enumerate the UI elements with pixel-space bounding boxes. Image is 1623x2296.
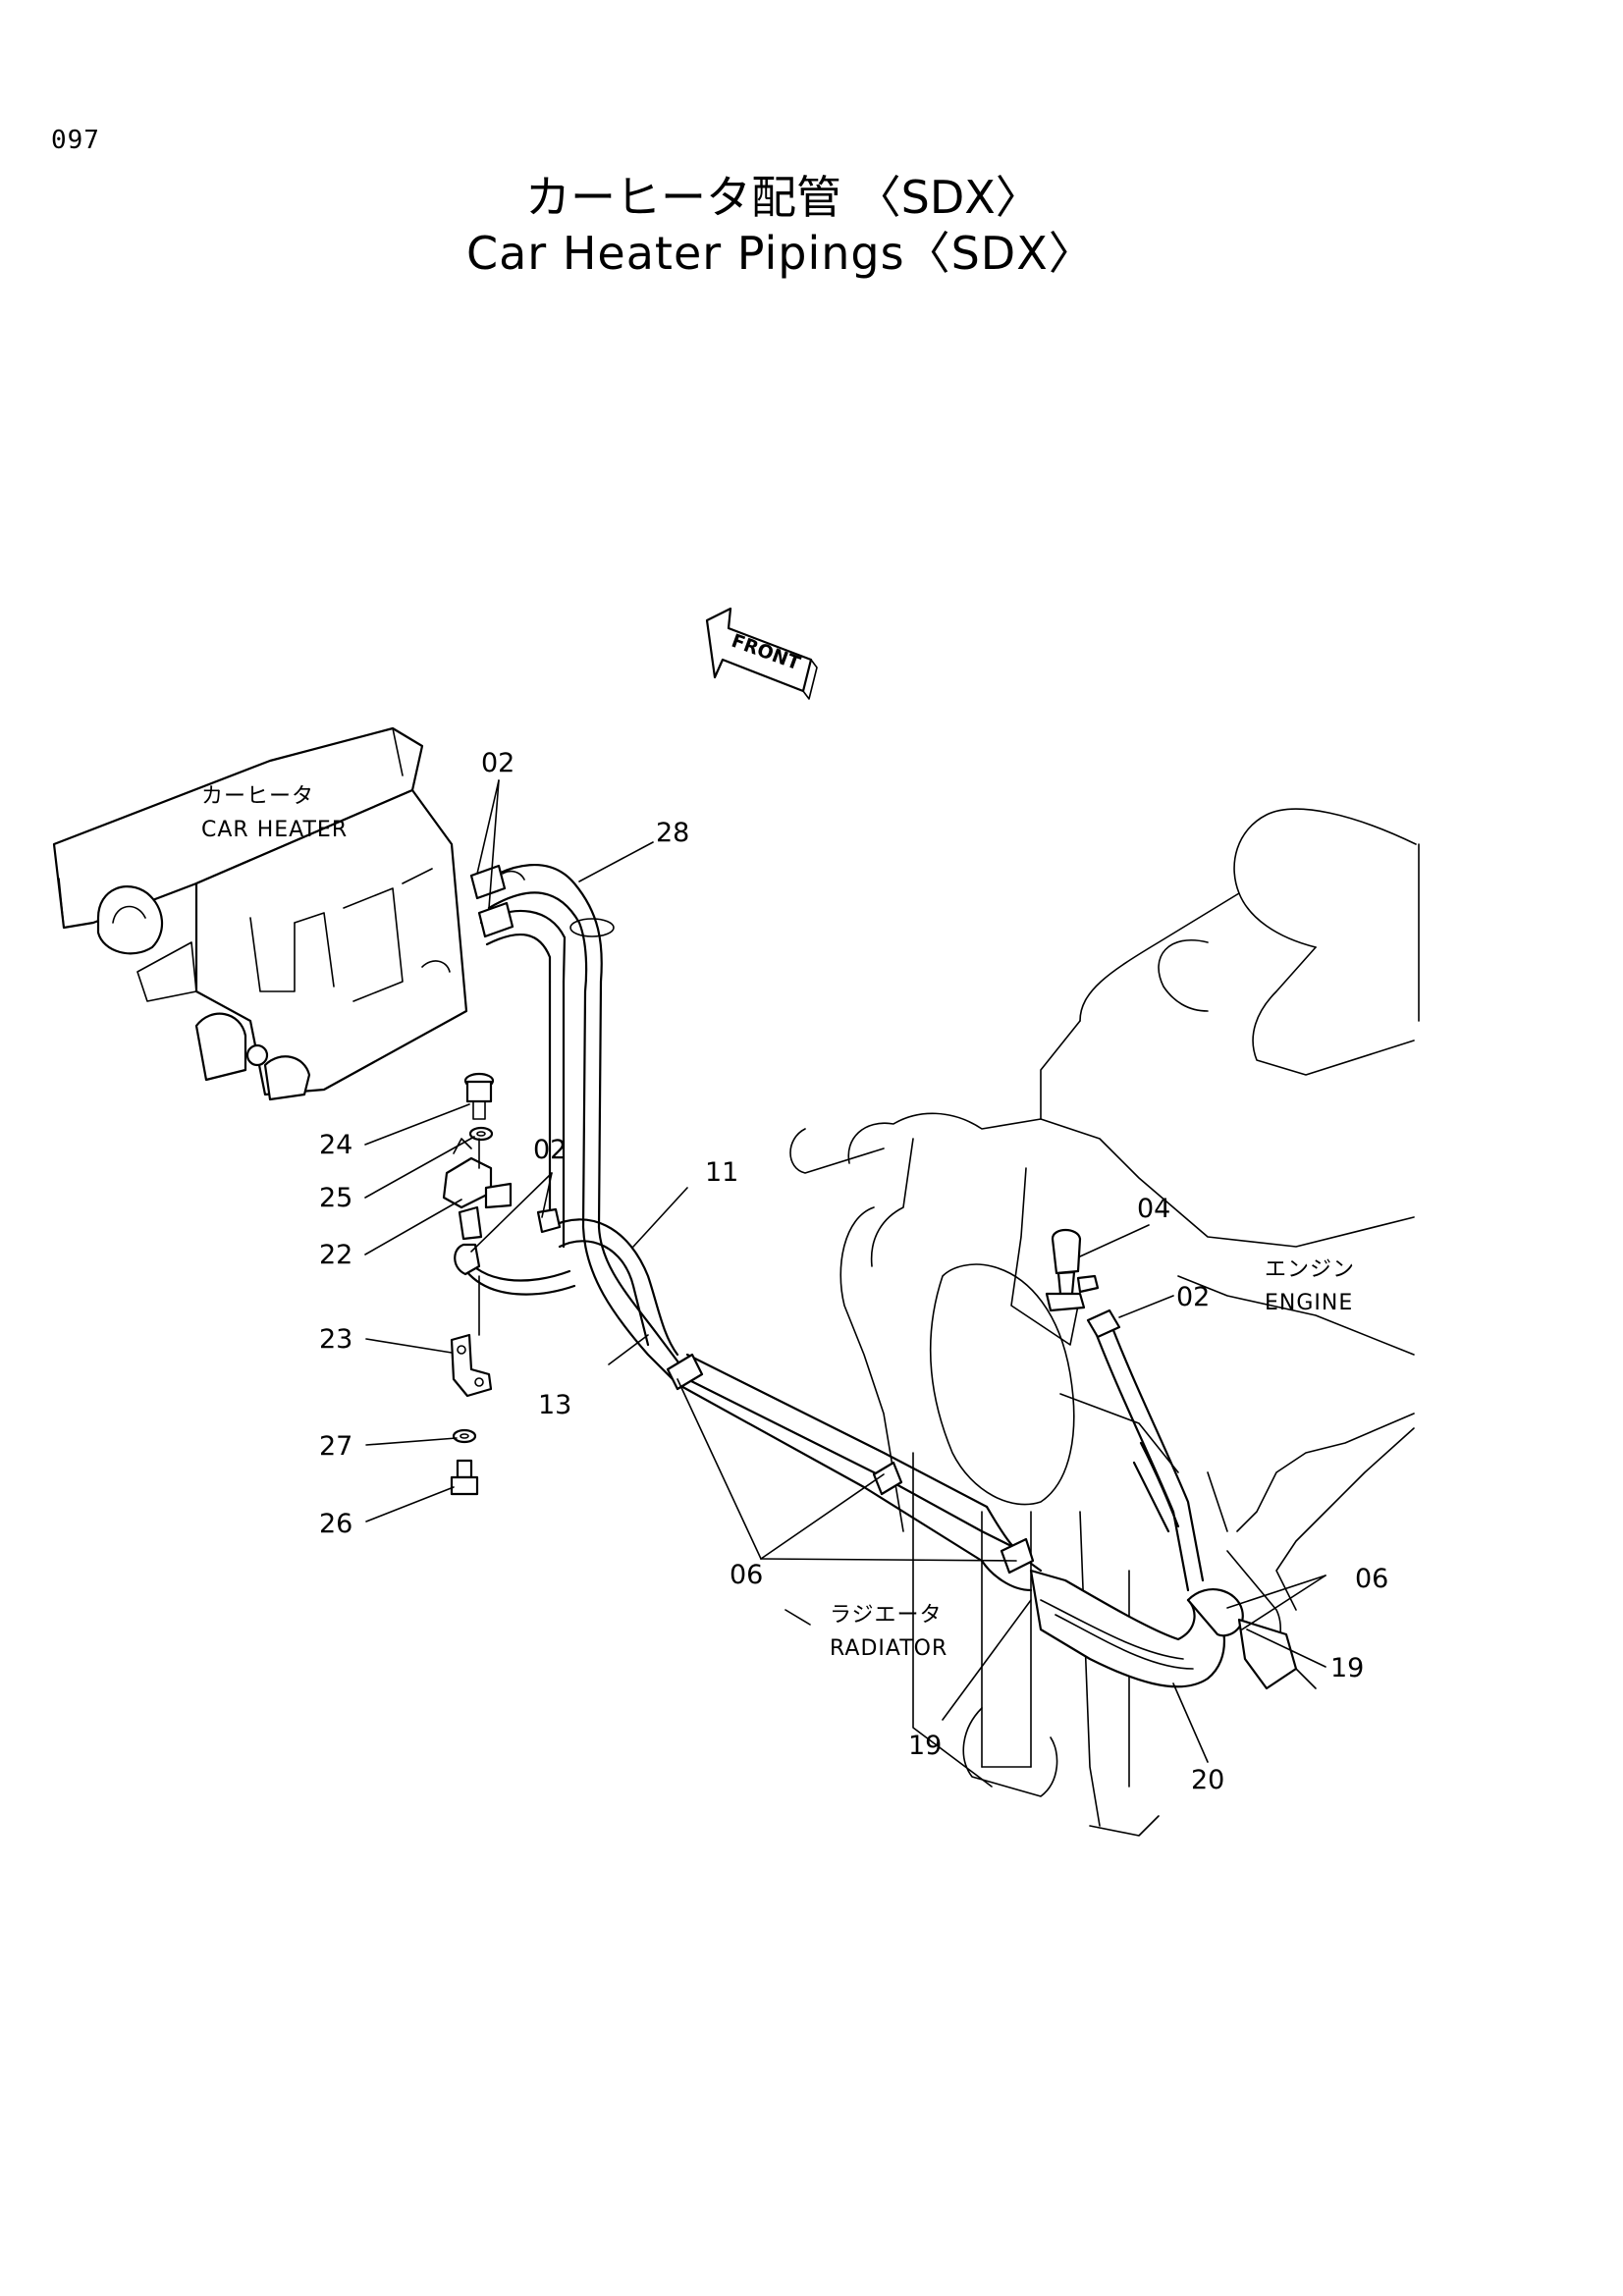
callout-13: 13 [538, 1390, 571, 1420]
radiator-label-ja: ラジエータ [830, 1603, 943, 1628]
heater-valve-22 [442, 1138, 513, 1241]
page-number: 097 [51, 126, 100, 155]
clamp-23 [450, 1333, 493, 1398]
callout-06-pipe: 06 [730, 1560, 763, 1590]
callout-28: 28 [656, 818, 689, 848]
callout-22: 22 [319, 1240, 352, 1270]
callout-23: 23 [319, 1324, 352, 1355]
callout-26: 26 [319, 1509, 352, 1539]
engine-label-en: ENGINE [1265, 1291, 1353, 1315]
callout-04: 04 [1137, 1194, 1170, 1224]
callout-20: 20 [1191, 1765, 1224, 1795]
washer-27 [452, 1428, 477, 1444]
engine-block [789, 808, 1420, 1689]
title-japanese: カーヒータ配管 〈SDX〉 [525, 171, 1041, 224]
callout-06-hose: 06 [1355, 1564, 1388, 1594]
callout-11: 11 [705, 1157, 738, 1188]
washer-25 [468, 1126, 494, 1142]
leader-lines [364, 779, 1326, 1763]
callout-02-heater: 02 [481, 748, 514, 778]
callout-02-valve: 02 [533, 1135, 567, 1165]
callout-02-engine: 02 [1176, 1282, 1210, 1312]
radiator-fan [839, 1206, 1179, 1837]
front-arrow-icon: FRONT [705, 607, 818, 700]
engine-label-ja: エンジン [1265, 1257, 1355, 1282]
drain-valve-04 [1045, 1228, 1100, 1312]
callout-24: 24 [319, 1130, 352, 1160]
callout-27: 27 [319, 1431, 352, 1462]
callout-25: 25 [319, 1183, 352, 1213]
car-heater-unit [52, 726, 468, 1101]
callout-19-right: 19 [1330, 1653, 1364, 1683]
callout-19-left: 19 [908, 1731, 942, 1761]
radiator-label-en: RADIATOR [830, 1636, 947, 1661]
heater-hose-28 [469, 863, 615, 1229]
title-english: Car Heater Pipings〈SDX〉 [466, 227, 1095, 280]
radiator-hose-20 [1029, 1569, 1298, 1690]
car-heater-label-ja: カーヒータ [201, 784, 314, 809]
bolt-24 [463, 1072, 495, 1120]
car-heater-label-en: CAR HEATER [201, 818, 348, 842]
bolt-26 [450, 1459, 479, 1496]
engine-hose [1086, 1308, 1205, 1592]
heater-hoses-11-13 [454, 980, 1043, 1592]
